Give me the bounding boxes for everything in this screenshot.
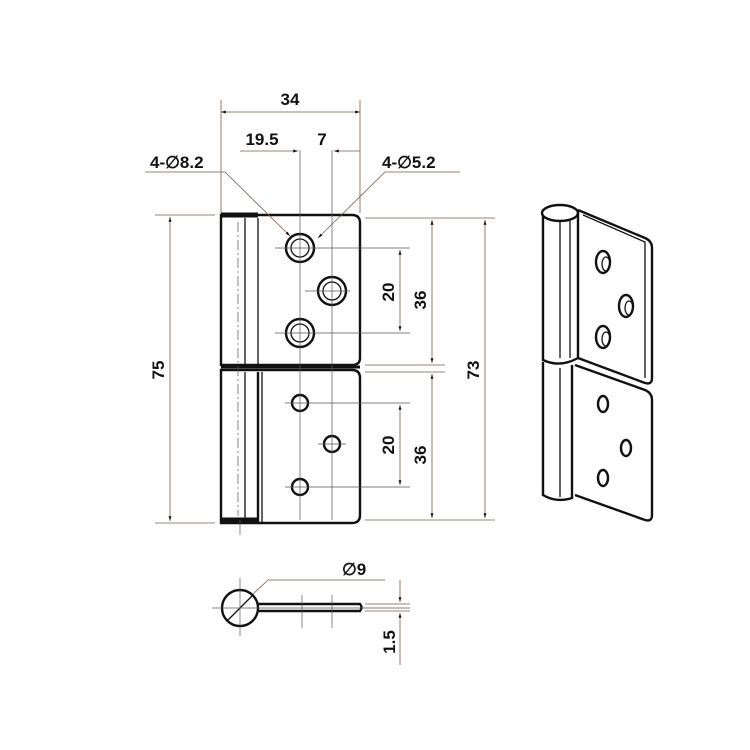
dim-offset-7: 7: [317, 130, 326, 149]
large-holes: [284, 232, 348, 349]
dim-height-73: 73: [464, 361, 483, 380]
dim-lower-spacing-20: 20: [379, 436, 398, 455]
callout-small-holes: 4-∅5.2: [382, 153, 436, 172]
iso-small-holes: [596, 394, 633, 488]
iso-large-holes: [594, 249, 635, 350]
upper-leaf-outline: [219, 213, 362, 367]
dim-width-34: 34: [281, 90, 300, 109]
dim-lower-height-36: 36: [411, 446, 430, 465]
dim-offset-19-5: 19.5: [245, 130, 278, 149]
lower-leaf-outline: [219, 368, 362, 525]
dim-upper-height-36: 36: [411, 291, 430, 310]
dim-height-75: 75: [149, 361, 168, 380]
dim-upper-spacing-20: 20: [379, 283, 398, 302]
front-view: 34 19.5 7 4-∅8.2 4-∅5.2 75 73 20 36 20 3…: [145, 90, 495, 535]
isometric-view: [540, 203, 654, 522]
dim-pin-diameter: ∅9: [342, 560, 366, 579]
bottom-view: ∅9 1.5: [212, 560, 410, 665]
small-holes: [290, 393, 342, 497]
dim-thickness: 1.5: [380, 630, 399, 654]
callout-large-holes: 4-∅8.2: [150, 153, 204, 172]
